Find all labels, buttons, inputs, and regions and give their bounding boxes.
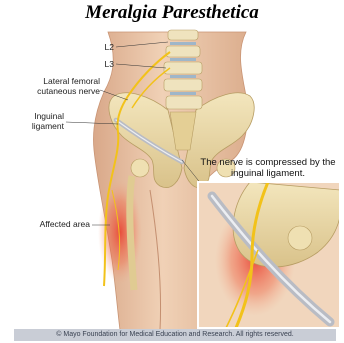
label-lateral-femoral-nerve: Lateral femoral cutaneous nerve (14, 77, 100, 96)
label-l3: L3 (92, 60, 114, 70)
label-inguinal-ligament: Inguinal ligament (30, 112, 64, 131)
inset-caption: The nerve is compressed by the inguinal … (196, 157, 340, 179)
label-affected-area: Affected area (14, 220, 90, 230)
copyright-footer: © Mayo Foundation for Medical Education … (14, 329, 336, 341)
inset-zoom (198, 182, 341, 328)
label-l2: L2 (92, 43, 114, 53)
diagram-title: Meralgia Paresthetica (0, 2, 344, 24)
